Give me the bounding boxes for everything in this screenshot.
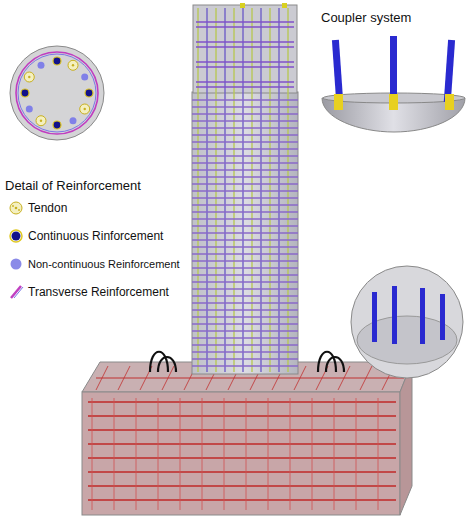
legend-symbol: [8, 228, 24, 244]
callout-label: Coupler system: [321, 10, 411, 25]
legend-row: Continuous Rinforcement: [8, 228, 163, 244]
legend-text: Tendon: [28, 201, 67, 215]
legend-symbol: [8, 284, 24, 300]
cross-section: [10, 46, 104, 140]
footing: [82, 352, 412, 515]
legend-row: Non-continuous Reinforcement: [8, 256, 180, 272]
legend-text: Continuous Rinforcement: [28, 229, 163, 243]
legend-row: Tendon: [8, 200, 67, 216]
legend-text: Non-continuous Reinforcement: [28, 258, 180, 270]
detail-circle: [351, 266, 463, 378]
legend-symbol: [8, 256, 24, 272]
coupler-detail: [322, 36, 465, 132]
legend-symbol: [8, 200, 24, 216]
legend-row: Transverse Reinforcement: [8, 284, 169, 300]
legend-text: Transverse Reinforcement: [28, 285, 169, 299]
legend-heading: Detail of Reinforcement: [5, 178, 141, 193]
column: [192, 3, 298, 374]
